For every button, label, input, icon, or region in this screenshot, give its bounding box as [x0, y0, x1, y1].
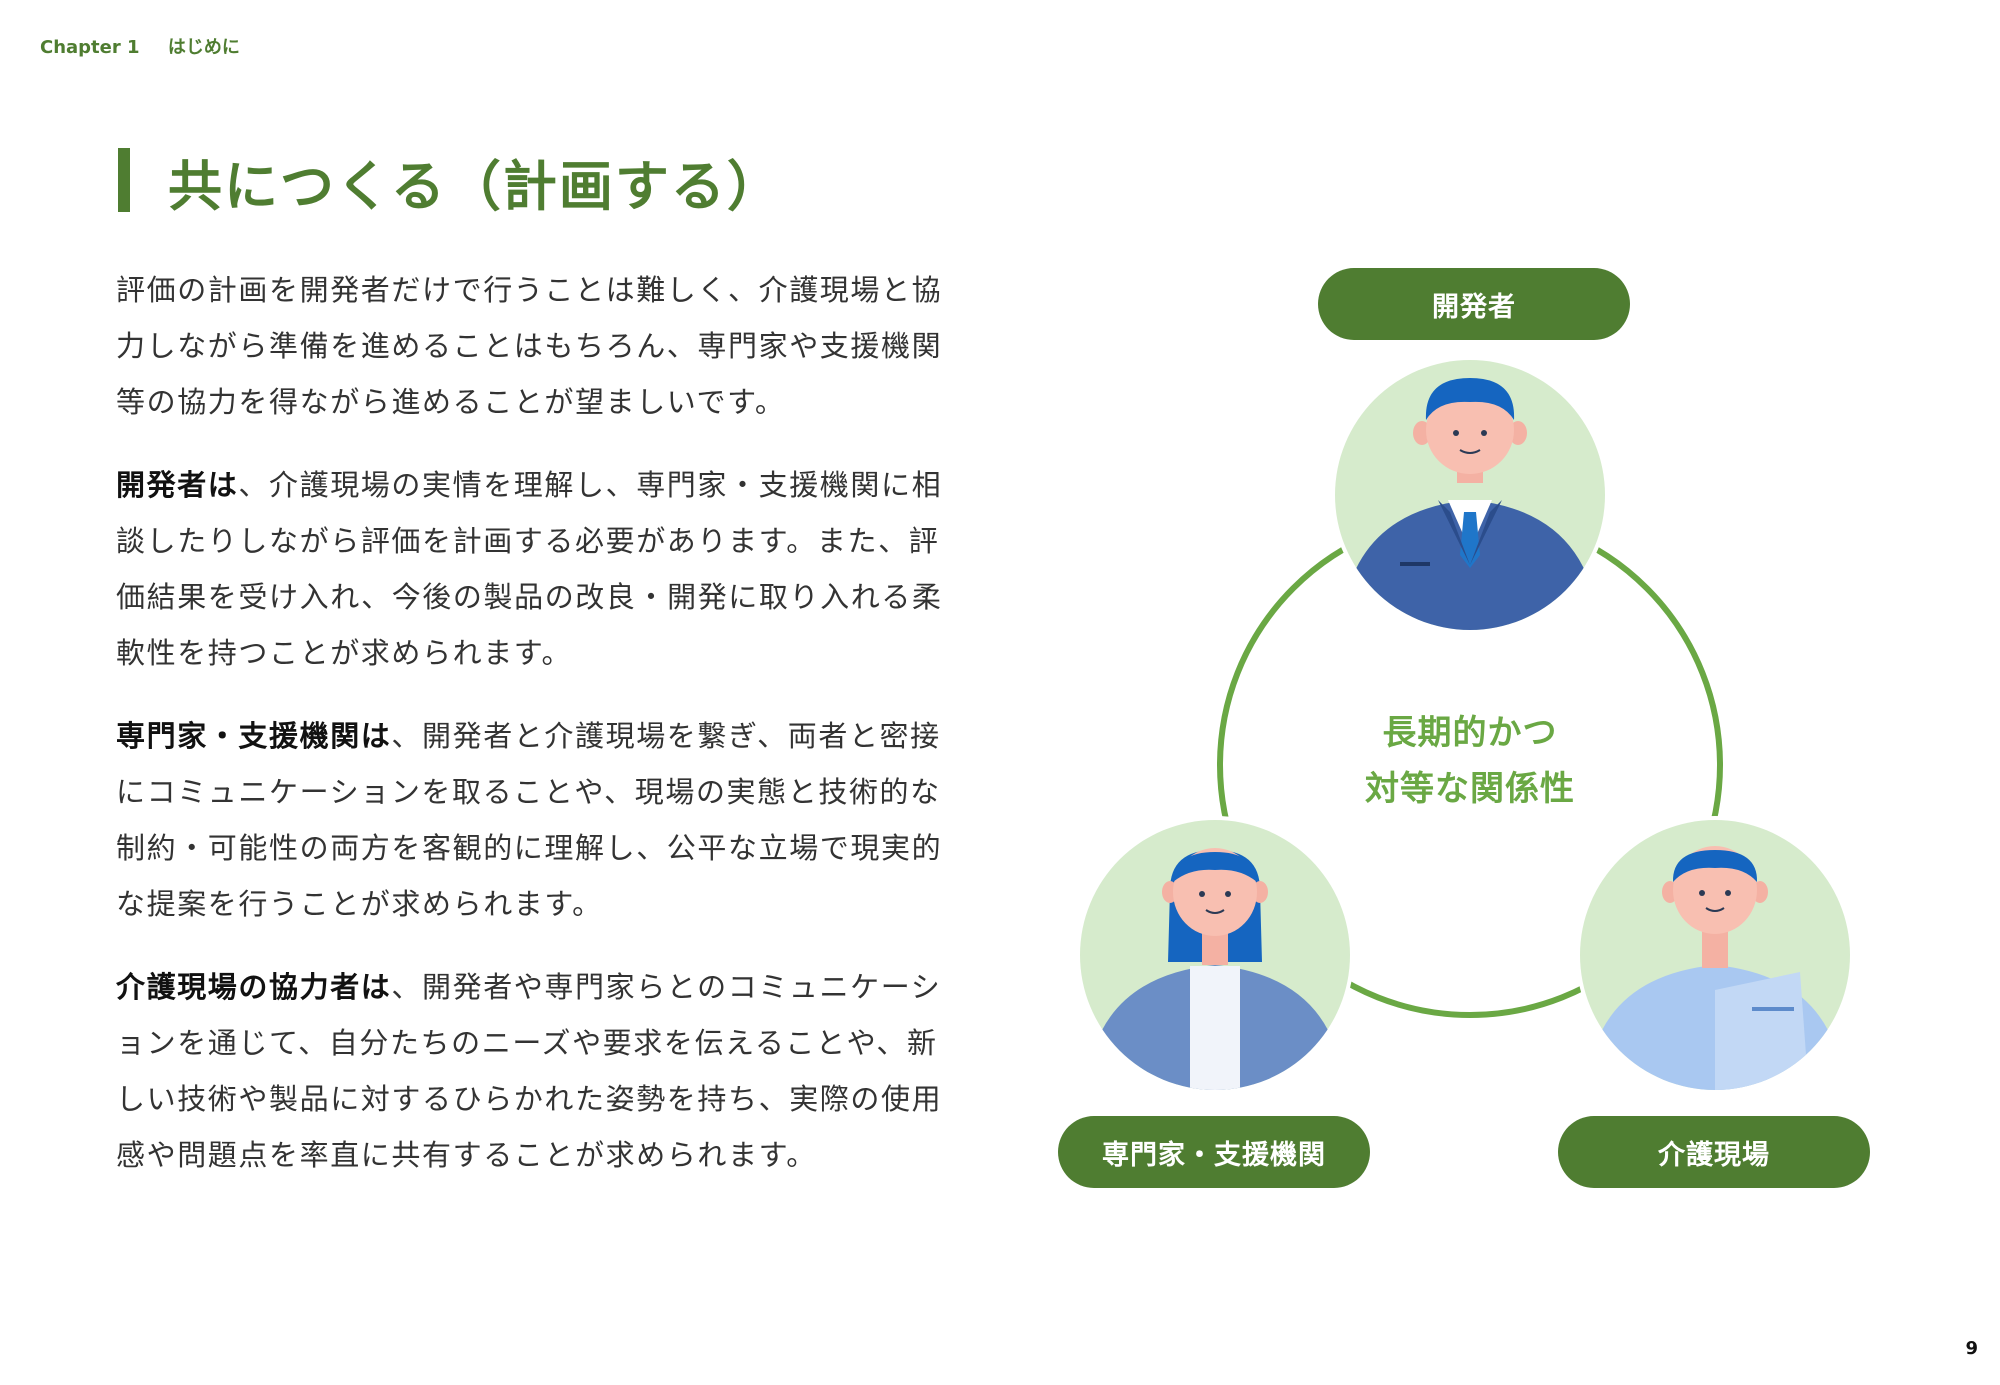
paragraph-developer: 開発者は、介護現場の実情を理解し、専門家・支援機関に相談したりしながら評価を計画… — [116, 457, 961, 681]
relationship-diagram: 開発者 専門家・支援機関 介護現場 長期的かつ 対等な関係性 — [1040, 250, 1940, 1200]
paragraph-caregiver: 介護現場の協力者は、開発者や専門家らとのコミュニケーションを通じて、自分たちのニ… — [116, 959, 961, 1183]
diagram-graphic — [1076, 356, 1854, 1094]
paragraph-expert: 専門家・支援機関は、開発者と介護現場を繋ぎ、両者と密接にコミュニケーションを取る… — [116, 708, 961, 932]
label-caregiver: 介護現場 — [1558, 1116, 1870, 1188]
label-developer: 開発者 — [1318, 268, 1630, 340]
paragraph-expert-text: 、開発者と介護現場を繋ぎ、両者と密接にコミュニケーションを取ることや、現場の実態… — [116, 719, 943, 921]
section-label: はじめに — [167, 37, 240, 58]
body-text: 評価の計画を開発者だけで行うことは難しく、介護現場と協力しながら準備を進めること… — [116, 262, 961, 1210]
title-accent-bar — [118, 148, 130, 212]
developer-person-icon — [1331, 356, 1609, 634]
paragraph-caregiver-lead: 介護現場の協力者は — [116, 970, 392, 1004]
expert-person-icon — [1076, 816, 1354, 1094]
center-caption: 長期的かつ 対等な関係性 — [1270, 705, 1670, 817]
center-caption-line2: 対等な関係性 — [1365, 769, 1575, 809]
page-number: 9 — [1965, 1338, 1978, 1359]
page-title: 共につくる（計画する） — [168, 155, 783, 218]
paragraph-intro-text: 評価の計画を開発者だけで行うことは難しく、介護現場と協力しながら準備を進めること… — [116, 273, 943, 419]
chapter-label: Chapter 1 — [40, 37, 140, 58]
paragraph-caregiver-text: 、開発者や専門家らとのコミュニケーションを通じて、自分たちのニーズや要求を伝える… — [116, 970, 943, 1172]
paragraph-expert-lead: 専門家・支援機関は — [116, 719, 392, 753]
chapter-header: Chapter 1 はじめに — [40, 33, 240, 59]
center-caption-line1: 長期的かつ — [1382, 713, 1558, 753]
paragraph-developer-text: 、介護現場の実情を理解し、専門家・支援機関に相談したりしながら評価を計画する必要… — [116, 468, 943, 670]
label-expert: 専門家・支援機関 — [1058, 1116, 1370, 1188]
caregiver-person-icon — [1576, 816, 1854, 1094]
paragraph-intro: 評価の計画を開発者だけで行うことは難しく、介護現場と協力しながら準備を進めること… — [116, 262, 961, 430]
paragraph-developer-lead: 開発者は — [116, 468, 239, 502]
